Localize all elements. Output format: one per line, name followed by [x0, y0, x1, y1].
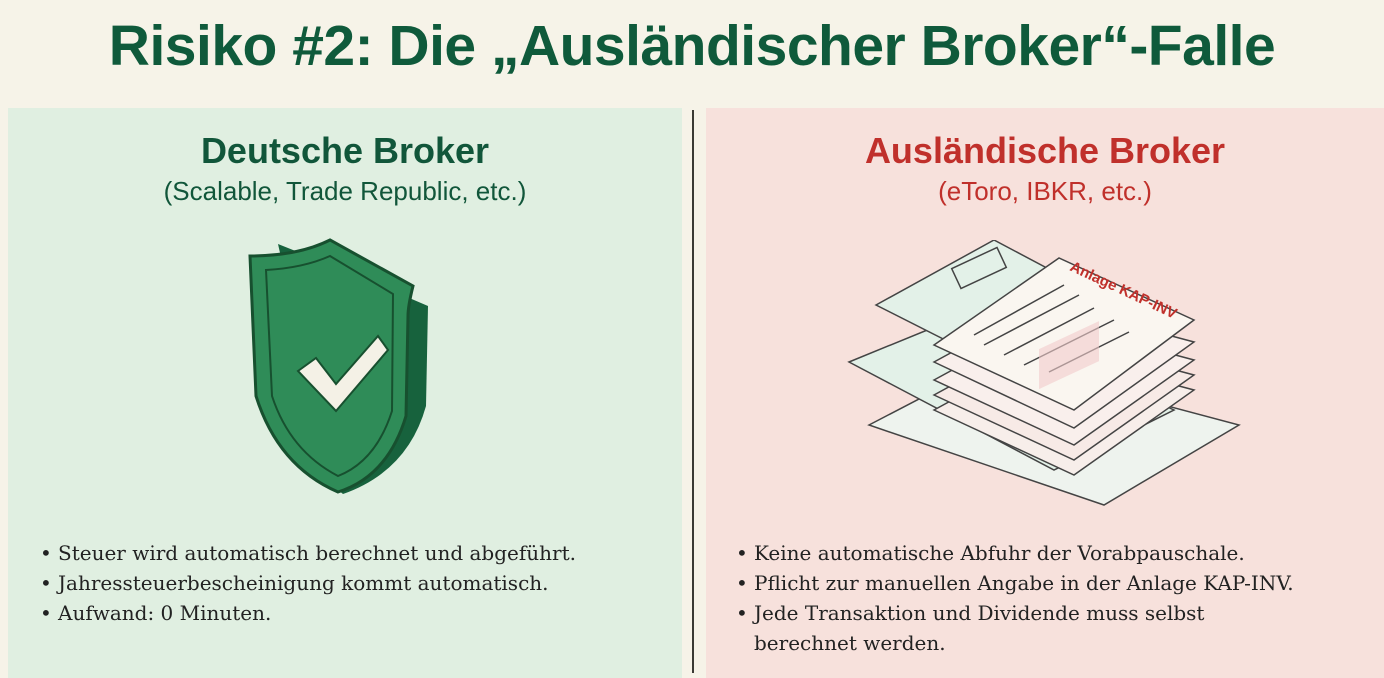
list-item: Aufwand: 0 Minuten. — [38, 598, 576, 628]
list-item: Pflicht zur manuellen Angabe in der Anla… — [734, 568, 1294, 598]
shield-check-icon — [248, 238, 428, 494]
foreign-broker-examples: (eToro, IBKR, etc.) — [938, 176, 1152, 206]
paper-stack-icon: Anlage KAP-INV — [847, 240, 1241, 506]
foreign-broker-heading: Ausländische Broker — [864, 130, 1226, 171]
list-item: Keine automatische Abfuhr der Vorabpausc… — [734, 538, 1294, 568]
divider — [692, 110, 694, 673]
list-item: Jahressteuerbescheinigung kommt automati… — [38, 568, 576, 598]
german-broker-heading: Deutsche Broker — [200, 130, 490, 171]
list-item: Jede Transaktion und Dividende muss selb… — [734, 598, 1274, 658]
german-broker-benefits: Steuer wird automatisch berechnet und ab… — [38, 538, 576, 628]
german-broker-panel: Deutsche Broker (Scalable, Trade Republi… — [8, 108, 682, 678]
list-item: Steuer wird automatisch berechnet und ab… — [38, 538, 576, 568]
foreign-broker-drawbacks: Keine automatische Abfuhr der Vorabpausc… — [734, 538, 1294, 658]
german-broker-examples: (Scalable, Trade Republic, etc.) — [163, 176, 527, 206]
page-title: Risiko #2: Die „Ausländischer Broker“-Fa… — [108, 14, 1276, 78]
foreign-broker-panel: Ausländische Broker (eToro, IBKR, etc.) … — [706, 108, 1384, 678]
